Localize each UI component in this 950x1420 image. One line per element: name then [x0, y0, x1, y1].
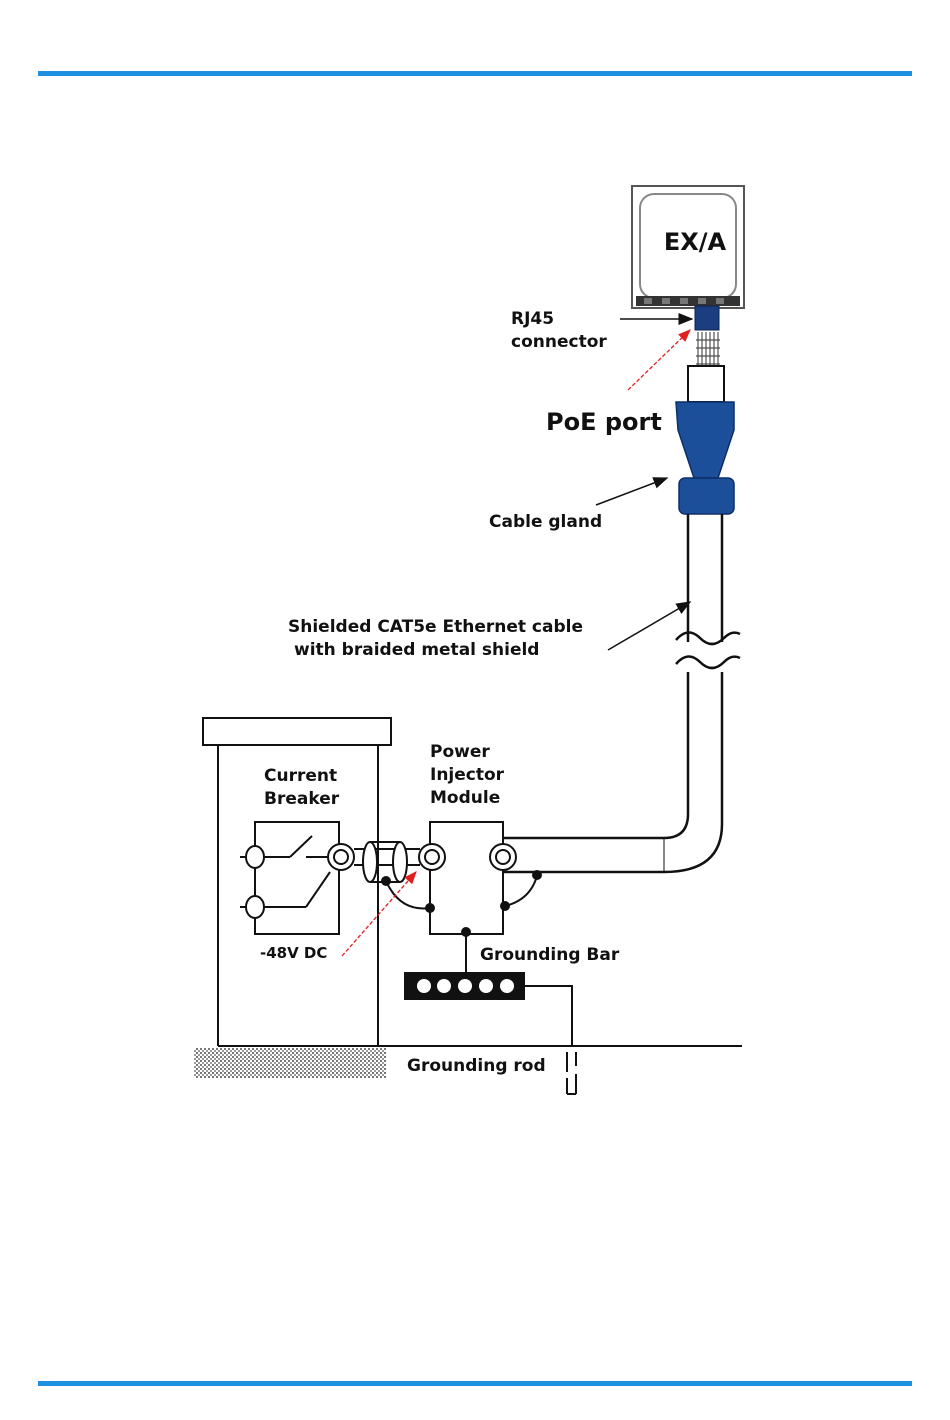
injector-label-line1: Power	[430, 742, 490, 762]
cable-label-line2: with braided metal shield	[294, 640, 539, 660]
cable-upper	[688, 366, 724, 402]
breaker-label-line2: Breaker	[264, 789, 340, 809]
grounding-bar	[404, 972, 572, 1046]
cable-gland	[676, 402, 734, 514]
injector-label-line3: Module	[430, 788, 500, 808]
breaker-label-line1: Current	[264, 766, 337, 786]
current-breaker	[240, 822, 354, 934]
gland-pointer	[596, 478, 667, 505]
cable-pointer	[608, 602, 690, 650]
voltage-label: -48V DC	[260, 944, 327, 962]
grounding-rod-label: Grounding rod	[407, 1056, 546, 1076]
device-label: EX/A	[664, 228, 727, 256]
injector-label-line2: Injector	[430, 765, 505, 785]
rj45-label-line1: RJ45	[511, 309, 554, 329]
rj45-connector	[695, 306, 720, 370]
ethernet-cable	[504, 514, 740, 872]
coax-segment	[354, 842, 430, 908]
grounding-rod	[567, 1052, 576, 1094]
poe-red-pointer	[628, 330, 690, 390]
poe-port-label: PoE port	[546, 408, 662, 436]
grounding-bar-label: Grounding Bar	[480, 945, 620, 965]
soil-hatch	[194, 1048, 386, 1078]
exa-device: EX/A	[632, 186, 744, 308]
rj45-label-line2: connector	[511, 332, 607, 352]
cable-gland-label: Cable gland	[489, 512, 602, 532]
cable-label-line1: Shielded CAT5e Ethernet cable	[288, 617, 583, 637]
